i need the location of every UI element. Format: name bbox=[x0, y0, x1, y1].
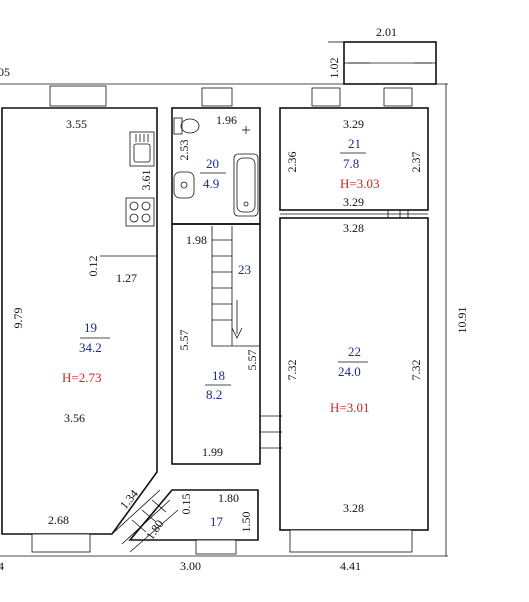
room-19-window-top bbox=[49, 85, 107, 107]
toilet-icon bbox=[173, 117, 200, 135]
dim-r21-bottom: 3.29 bbox=[343, 195, 364, 209]
room-18-walls bbox=[171, 223, 261, 465]
room-19-area: 34.2 bbox=[79, 340, 102, 355]
dim-r19-notch: 0.12 bbox=[86, 256, 100, 277]
room-19-height: H=2.73 bbox=[62, 370, 101, 385]
dim-r22-top: 3.28 bbox=[343, 221, 364, 235]
dim-r21-left: 2.36 bbox=[285, 152, 299, 173]
dim-r19-height: 9.79 bbox=[11, 308, 25, 329]
room-18-area: 8.2 bbox=[206, 387, 222, 402]
dim-r17-top: 1.80 bbox=[218, 491, 239, 505]
dim-r18-left: 5.57 bbox=[177, 330, 191, 351]
room-21-area: 7.8 bbox=[343, 156, 359, 171]
dim-bottom-right: 4.41 bbox=[340, 559, 361, 573]
room-17-window bbox=[195, 539, 237, 555]
edge-label-left-bottom: 4 bbox=[0, 559, 4, 573]
dim-top-ext: 2.01 bbox=[376, 25, 397, 39]
room-22-height: H=3.01 bbox=[330, 400, 369, 415]
dim-r20-top: 1.96 bbox=[216, 113, 237, 127]
dim-r21-top: 3.29 bbox=[343, 117, 364, 131]
room-17-number: 17 bbox=[210, 514, 224, 529]
dim-top-ext-left: 1.02 bbox=[327, 58, 341, 79]
dim-r19-right: 3.61 bbox=[139, 170, 153, 191]
dim-r19-bottom: 3.56 bbox=[64, 411, 85, 425]
room-21-window-left bbox=[311, 87, 341, 107]
room-22-area: 24.0 bbox=[338, 364, 361, 379]
entry-steps bbox=[111, 489, 179, 553]
dim-r21-right: 2.37 bbox=[409, 152, 423, 173]
sink-icon bbox=[129, 131, 155, 167]
room-18-number: 18 bbox=[212, 368, 225, 383]
room-20-area: 4.9 bbox=[203, 176, 219, 191]
dim-r22-left: 7.32 bbox=[285, 360, 299, 381]
washbasin-icon bbox=[173, 171, 195, 199]
dim-r19-notch-w: 1.27 bbox=[116, 271, 137, 285]
stair-arrow-head bbox=[231, 327, 243, 339]
bathtub-icon bbox=[233, 153, 259, 217]
dim-right-total: 10.91 bbox=[455, 307, 469, 334]
room-21-number: 21 bbox=[348, 136, 361, 151]
room-21-walls bbox=[279, 107, 429, 211]
dim-r19-bottom-w: 2.68 bbox=[48, 513, 69, 527]
room-22-window bbox=[289, 529, 413, 553]
dim-r19-diag: 1.34 bbox=[117, 487, 141, 512]
dim-r22-right: 7.32 bbox=[409, 360, 423, 381]
stove-icon bbox=[125, 197, 155, 227]
dim-stair-top: 1.98 bbox=[186, 233, 207, 247]
dim-bottom-mid: 3.00 bbox=[180, 559, 201, 573]
edge-label-left-top: 05 bbox=[0, 65, 10, 79]
dim-r20-side: 2.53 bbox=[177, 140, 191, 161]
room-20-window bbox=[201, 87, 233, 107]
room-19-window-bottom bbox=[31, 533, 91, 553]
dim-r18-right: 5.57 bbox=[245, 350, 259, 371]
dim-r19-top: 3.55 bbox=[66, 117, 87, 131]
stair-steps bbox=[212, 226, 233, 346]
room-19-number: 19 bbox=[84, 320, 97, 335]
dim-r22-bottom: 3.28 bbox=[343, 501, 364, 515]
dim-r17-right: 1.50 bbox=[239, 512, 253, 533]
dim-r18-bottom: 1.99 bbox=[202, 445, 223, 459]
room-21-window-right bbox=[383, 87, 413, 107]
room-20-number: 20 bbox=[206, 156, 219, 171]
room-22-number: 22 bbox=[348, 344, 361, 359]
room-21-height: H=3.03 bbox=[340, 176, 379, 191]
dim-r17-left: 0.15 bbox=[179, 494, 193, 515]
room-23-number: 23 bbox=[238, 262, 251, 277]
room-19-walls bbox=[1, 107, 158, 535]
stair-outline bbox=[211, 226, 260, 347]
